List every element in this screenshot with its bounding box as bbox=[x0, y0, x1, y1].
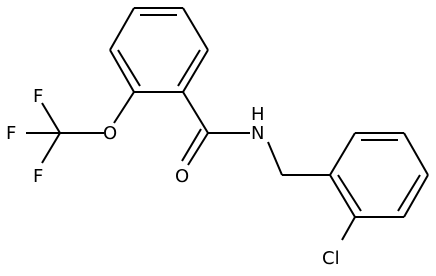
bond bbox=[117, 49, 141, 87]
bond bbox=[41, 102, 61, 134]
bond bbox=[329, 132, 356, 176]
atom-label-oxygen: O bbox=[103, 123, 117, 144]
bond bbox=[113, 91, 135, 124]
bond bbox=[182, 91, 209, 134]
atom-label-oxygen: O bbox=[175, 166, 189, 187]
bond bbox=[109, 49, 135, 93]
bond bbox=[329, 174, 356, 218]
bond bbox=[109, 7, 135, 51]
atom-labels: F F F O O N H Cl bbox=[6, 86, 340, 269]
bond bbox=[397, 174, 421, 212]
bond bbox=[187, 132, 209, 166]
bond bbox=[337, 174, 362, 212]
bond bbox=[181, 128, 202, 162]
bond bbox=[403, 132, 429, 176]
atom-label-nitrogen: N bbox=[251, 123, 264, 144]
bond-lines bbox=[26, 7, 429, 241]
atom-label-hydrogen: H bbox=[251, 104, 265, 125]
bond bbox=[177, 49, 201, 87]
bond bbox=[403, 174, 429, 218]
bond bbox=[341, 216, 356, 241]
bond bbox=[267, 141, 283, 176]
bond bbox=[182, 7, 209, 51]
atom-label-fluorine: F bbox=[33, 86, 43, 107]
atom-label-fluorine: F bbox=[6, 123, 16, 144]
bond bbox=[182, 49, 209, 93]
atom-label-fluorine: F bbox=[33, 166, 43, 187]
atom-label-chlorine: Cl bbox=[322, 248, 340, 269]
bond bbox=[41, 132, 61, 164]
